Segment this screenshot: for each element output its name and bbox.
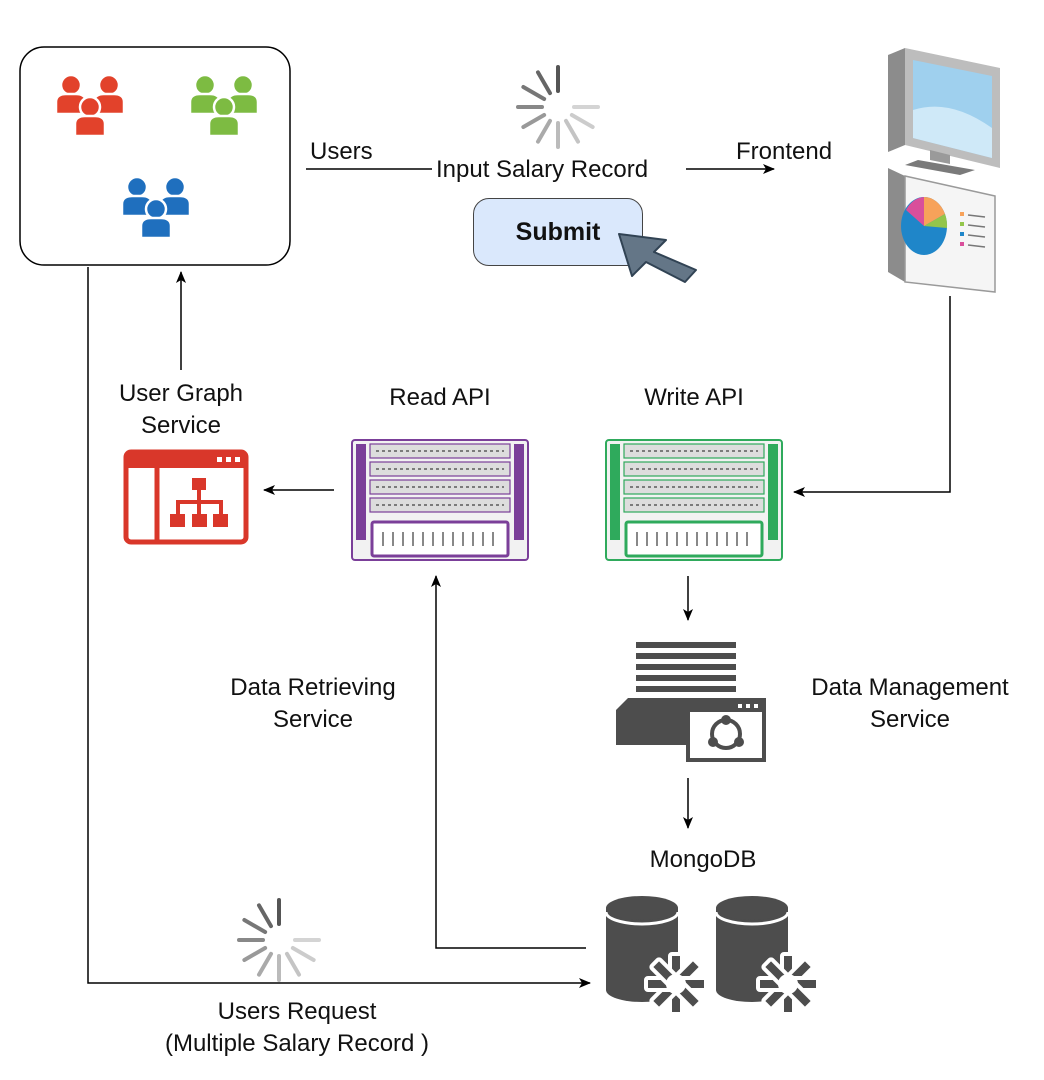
data-retrieving-service-label-line1: Data Retrieving (230, 674, 396, 701)
edge-frontend-to-write-api (793, 296, 951, 497)
users-request-label-line1: Users Request (217, 998, 377, 1025)
data-management-icon (616, 642, 766, 762)
org-chart-window-icon (123, 449, 249, 545)
user-graph-service-label-line2: Service (140, 412, 222, 439)
edge-users-request-to-mongodb (87, 267, 591, 988)
database-gear-icon (604, 896, 708, 1016)
users-edge-label: Users (310, 138, 373, 165)
spinner-icon (237, 898, 321, 982)
user-graph-service-label-line1: User Graph (118, 380, 244, 407)
edge-mongodb-to-read-api (431, 575, 586, 949)
read-api-server-rack-icon (351, 439, 529, 561)
pie-chart-display-icon (888, 168, 996, 293)
write-api-server-rack-icon (605, 439, 783, 561)
data-management-service-label-line2: Service (869, 706, 951, 733)
user-graph-service-label: User Graph Service (106, 378, 256, 442)
mongodb-label: MongoDB (649, 846, 757, 873)
submit-button[interactable]: Submit (473, 198, 643, 266)
database-gear-icon (714, 896, 820, 1016)
write-api-label: Write API (644, 384, 744, 411)
data-retrieving-service-label: Data Retrieving Service (198, 672, 428, 736)
data-retrieving-service-label-line2: Service (272, 706, 354, 733)
data-management-service-label: Data Management Service (788, 672, 1032, 736)
users-request-label-line2: (Multiple Salary Record ) (164, 1030, 430, 1057)
data-management-service-label-line1: Data Management (811, 674, 1009, 701)
input-salary-record-label: Input Salary Record (432, 154, 653, 186)
connectors (87, 164, 951, 988)
desktop-monitor-icon (888, 48, 1000, 175)
frontend-label: Frontend (736, 138, 833, 165)
users-request-label: Users Request (Multiple Salary Record ) (120, 996, 474, 1060)
read-api-label: Read API (389, 384, 491, 411)
spinner-icon (516, 65, 600, 149)
